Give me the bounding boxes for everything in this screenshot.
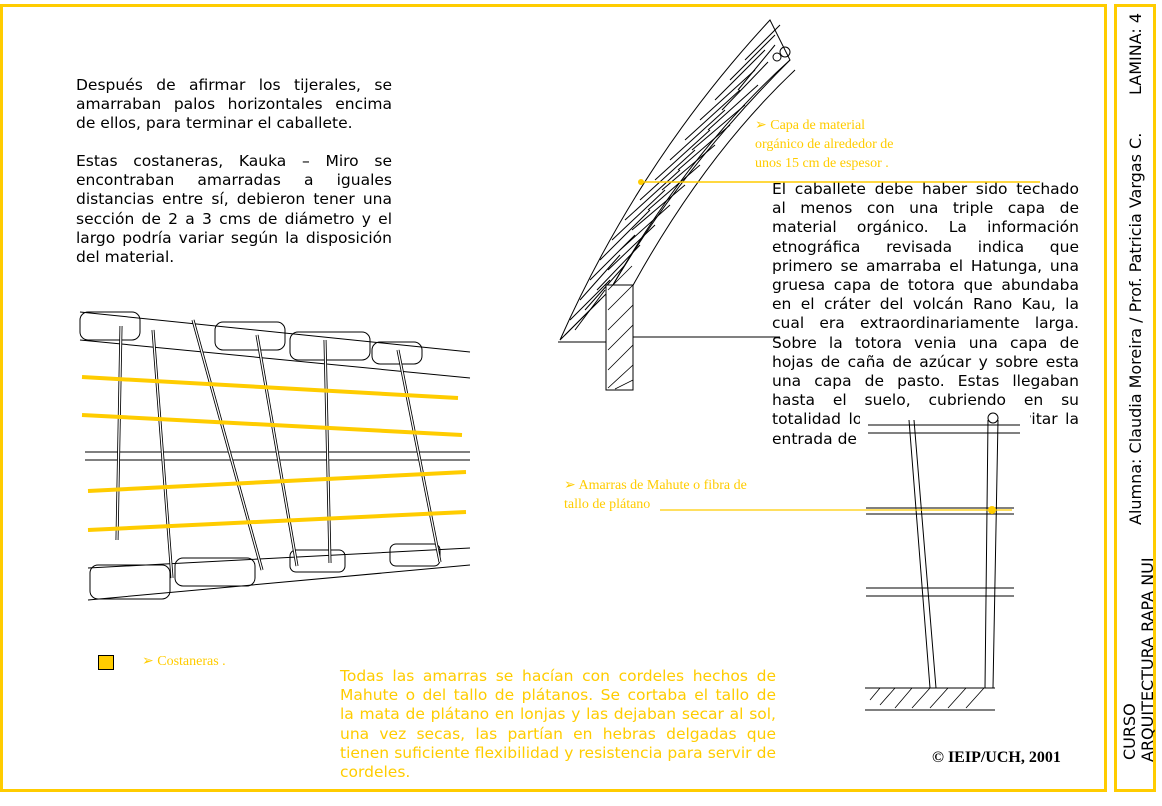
- caballete-paragraph: El caballete debe haber sido techado al …: [772, 180, 1079, 449]
- text-line: totalidad lo evitar la: [772, 410, 1079, 429]
- text-line: amarraban palos horizontales encima: [76, 95, 392, 114]
- text-line: material orgánico. La información: [772, 218, 1079, 237]
- text-line: encontraban amarradas a iguales: [76, 171, 392, 190]
- legend-swatch: [98, 655, 114, 670]
- amarras-annotation: ➢ Amarras de Mahute o fibra de tallo de …: [564, 476, 747, 514]
- text-line: El caballete debe haber sido techado: [772, 180, 1079, 198]
- text-line: una capa de pasto. Estas llegaban: [772, 372, 1079, 391]
- text-line: tienen suficiente flexibilidad y resiste…: [340, 743, 776, 762]
- text-line: sección de 2 a 3 cms de diámetro y el: [76, 209, 392, 228]
- course-label: CURSO: [1120, 703, 1139, 760]
- annotation-line: unos 15 cm de espesor .: [755, 156, 889, 171]
- intro-paragraph: Después de afirmar los tijerales, se ama…: [76, 76, 392, 134]
- text-line: Sobre la totora venia una capa de: [772, 333, 1079, 352]
- text-line: Estas costaneras, Kauka – Miro se: [76, 152, 392, 170]
- text-line: cual era extraordinariamente larga.: [772, 314, 1079, 333]
- text-line: gruesa capa de totora que abundaba: [772, 276, 1079, 295]
- annotation-line: ➢ Capa de material: [755, 118, 866, 133]
- lamina-label: LAMINA: 4: [1126, 12, 1145, 95]
- annotation-line: ➢ Amarras de Mahute o fibra de: [564, 478, 747, 493]
- text-line: Después de afirmar los tijerales, se: [76, 76, 392, 94]
- authors-label: Alumna: Claudia Moreira / Prof. Patricia…: [1126, 132, 1145, 525]
- annotation-line: orgánico de alrededor de: [755, 137, 894, 152]
- title-block-frame: [1114, 4, 1156, 792]
- copyright: © IEIP/UCH, 2001: [932, 749, 1061, 766]
- text-line: en el cráter del volcán Rano Kau, la: [772, 295, 1079, 314]
- text-line: etnográfica revisada indica que: [772, 237, 1079, 256]
- text-line: entrada de .: [772, 429, 981, 448]
- page-frame: [0, 4, 1107, 792]
- course-name: ARQUITECTURA RAPA NUI: [1138, 557, 1157, 762]
- legend-costaneras: ➢ Costaneras .: [142, 654, 226, 669]
- text-line: del material.: [76, 248, 175, 267]
- amarras-paragraph: Todas las amarras se hacían con cordeles…: [340, 667, 776, 782]
- text-line: una vez secas, las partían en hebras del…: [340, 724, 776, 743]
- text-line: Mahute o del tallo de plátanos. Se corta…: [340, 686, 776, 705]
- text-line: la mata de plátano en lonjas y las dejab…: [340, 705, 776, 724]
- text-line: Todas las amarras se hacían con cordeles…: [340, 667, 776, 685]
- capa-annotation: ➢ Capa de material orgánico de alrededor…: [755, 116, 894, 173]
- costaneras-paragraph: Estas costaneras, Kauka – Miro se encont…: [76, 152, 392, 267]
- text-line: hojas de caña de azúcar y sobre esta: [772, 352, 1079, 371]
- annotation-line: tallo de plátano: [564, 497, 651, 512]
- text-line: primero se amarraba el Hatunga, una: [772, 256, 1079, 275]
- text-line: largo podría variar según la disposición: [76, 228, 392, 247]
- text-line: distancias entre sí, debieron tener una: [76, 190, 392, 209]
- text-line: cordeles.: [340, 763, 411, 782]
- text-line: de ellos, para terminar el caballete.: [76, 114, 353, 133]
- text-line: al menos con una triple capa de: [772, 199, 1079, 218]
- text-line: hasta el suelo, cubriendo en su: [772, 391, 1079, 410]
